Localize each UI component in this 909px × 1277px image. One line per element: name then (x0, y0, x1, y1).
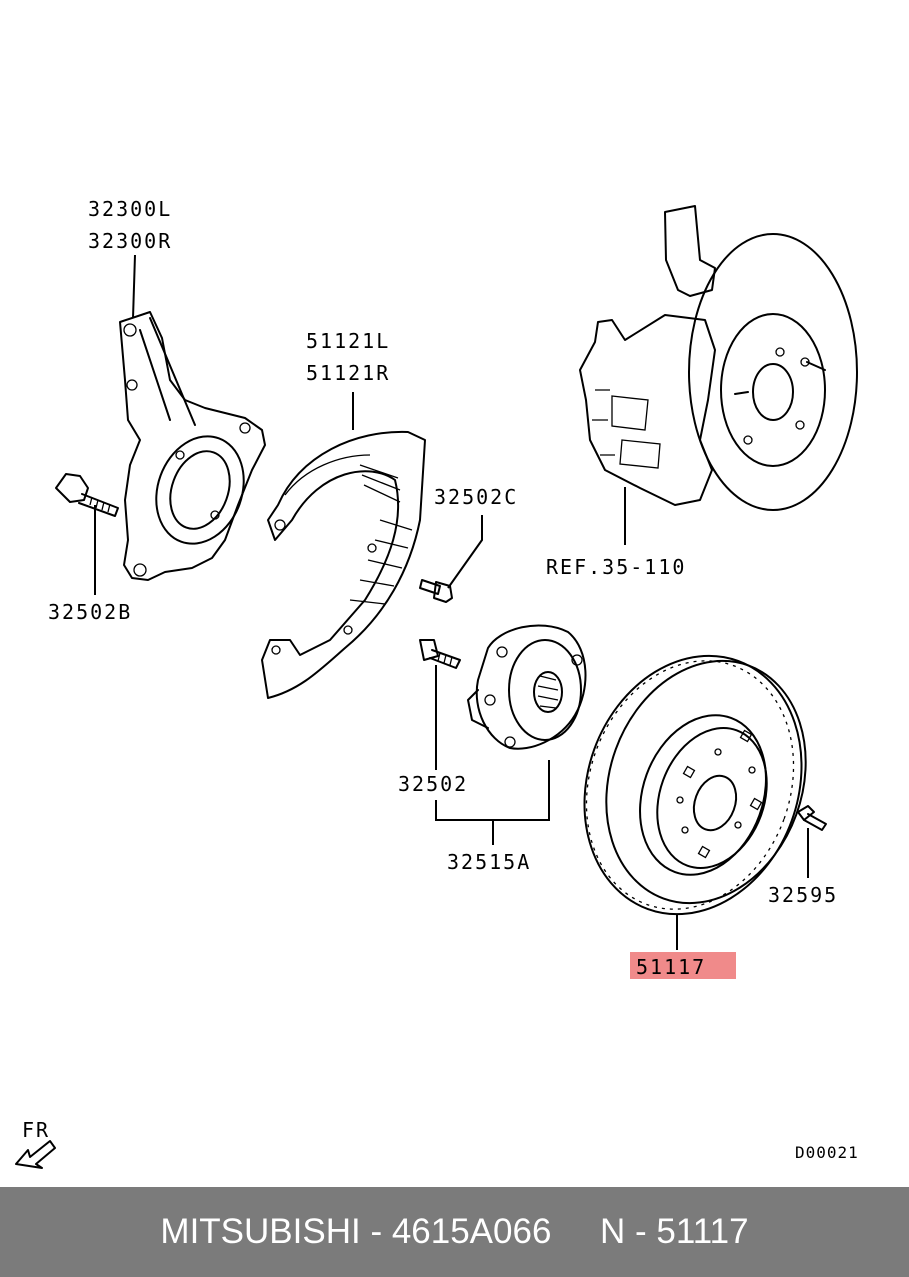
label-32300r: 32300R (88, 229, 172, 253)
brake-rotor (583, 654, 807, 916)
label-32595: 32595 (768, 883, 838, 907)
knuckle-bolt (55, 473, 119, 517)
direction-label: FR (22, 1118, 50, 1142)
label-51121r: 51121R (306, 361, 390, 385)
figure-code: D00021 (795, 1143, 859, 1162)
label-32502c: 32502C (434, 485, 518, 509)
label-32502b: 32502B (48, 600, 132, 624)
rotor-label-highlight (630, 952, 736, 979)
parts-diagram: 32300L 32300R 51121L 51121R 32502C REF.3… (15, 197, 859, 1169)
label-32502: 32502 (398, 772, 468, 796)
direction-indicator: FR (15, 1118, 56, 1169)
rotor-screw (797, 805, 827, 831)
hub-bolt (419, 639, 461, 669)
caliper-assembly (579, 205, 858, 511)
footer-bar: MITSUBISHI - 4615A066 N - 51117 (0, 1187, 909, 1277)
label-51121l: 51121L (306, 329, 390, 353)
hub-assembly (467, 624, 587, 750)
part-labels: 32300L 32300R 51121L 51121R 32502C REF.3… (48, 197, 838, 979)
label-32515a: 32515A (447, 850, 531, 874)
label-51117: 51117 (636, 955, 706, 979)
arrow-front-icon (15, 1140, 56, 1169)
shield-bolt (419, 579, 453, 603)
label-32300l: 32300L (88, 197, 172, 221)
steering-knuckle (119, 311, 266, 581)
dust-shield (261, 430, 426, 699)
footer-text: MITSUBISHI - 4615A066 N - 51117 (160, 1212, 749, 1251)
leader-lines (94, 254, 809, 950)
label-ref-35-110: REF.35-110 (546, 555, 686, 579)
